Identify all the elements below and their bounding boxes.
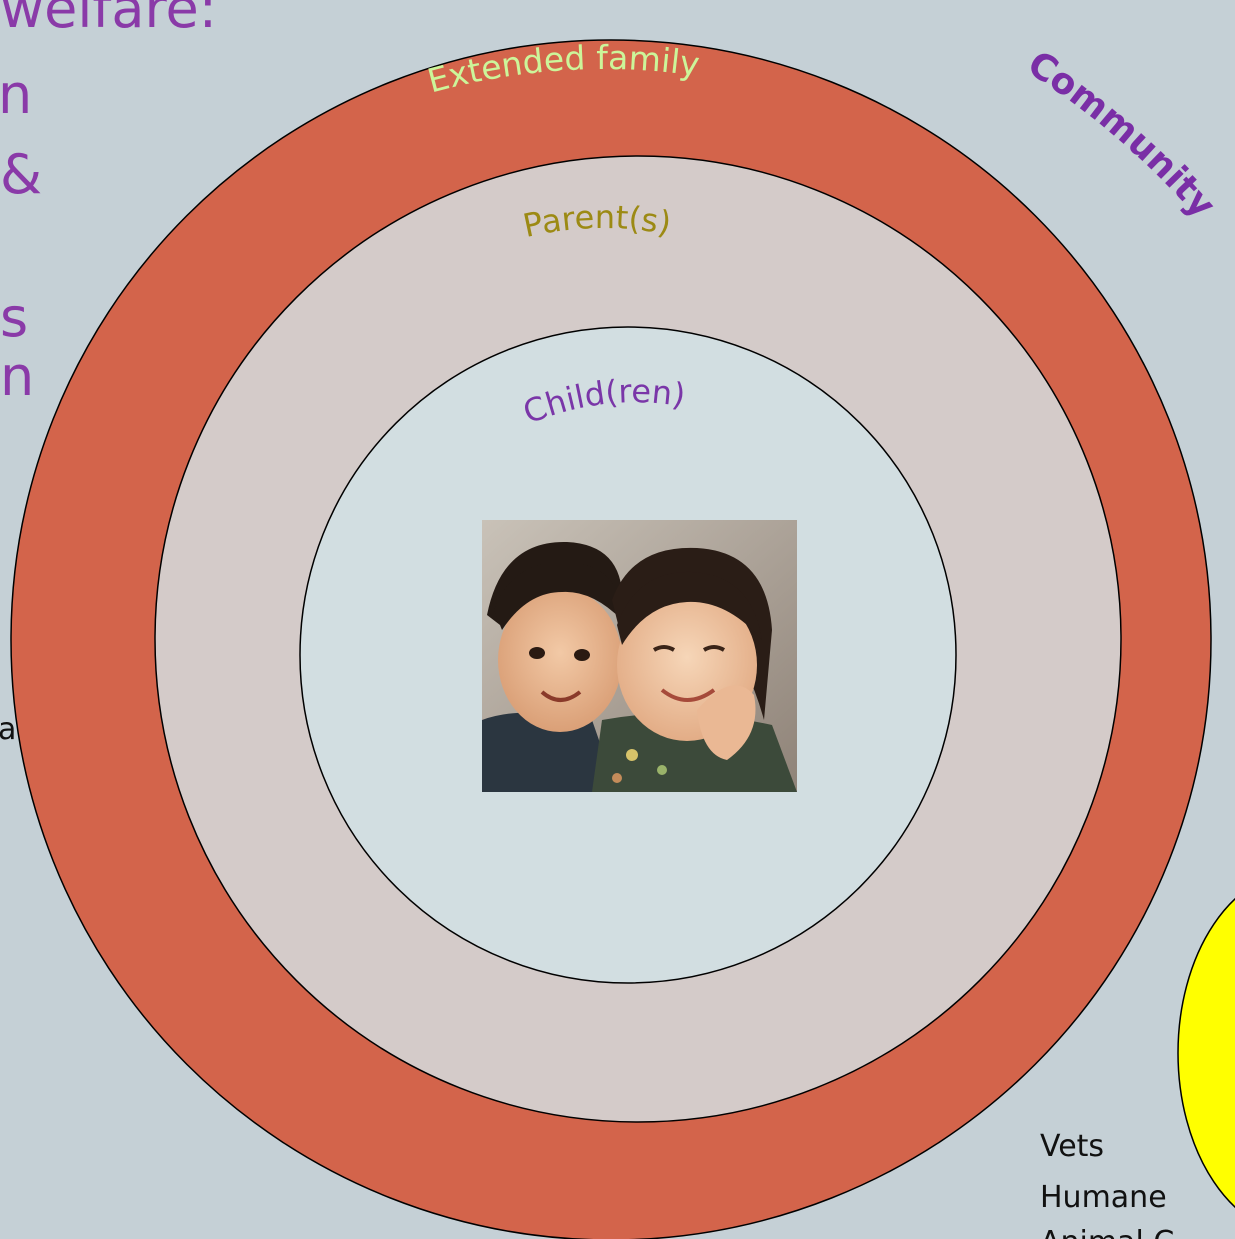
left-text-fragment: n (0, 345, 35, 408)
community-item-vets: Vets (1040, 1129, 1105, 1164)
community-circle (1177, 897, 1235, 1209)
left-text-fragment: & (0, 143, 43, 206)
community-label: Community (1020, 43, 1223, 226)
community-item-animal-control: Animal C (1040, 1228, 1174, 1239)
left-text-fragment: n (0, 63, 33, 126)
slide-heading-fragment: welfare: (0, 0, 217, 40)
children-photo (482, 520, 797, 792)
community-item-humane: Humane (1040, 1180, 1167, 1215)
left-text-fragment: s (0, 286, 29, 349)
